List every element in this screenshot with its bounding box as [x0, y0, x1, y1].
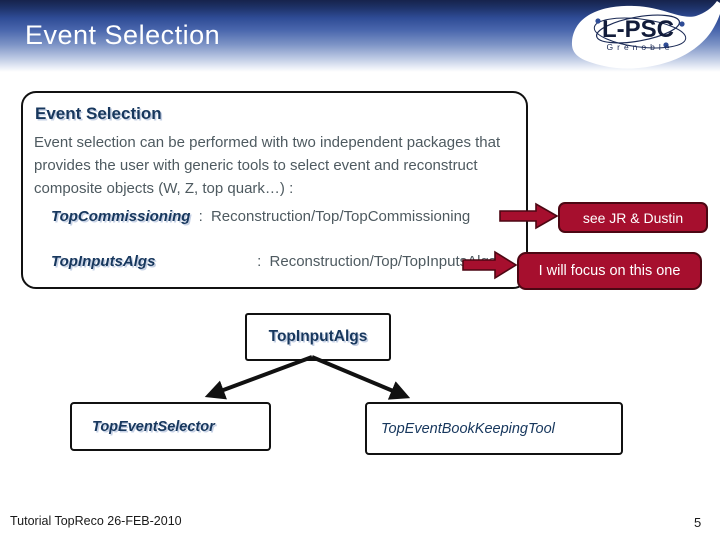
callout-focus-on-this: I will focus on this one [517, 252, 702, 290]
package-name: TopInputsAlgs [51, 253, 156, 270]
logo-orbit-dot [595, 18, 601, 24]
lpsc-logo: L-PSC Grenoble [571, 1, 720, 69]
package-path: Reconstruction/Top/TopCommissioning [210, 208, 471, 225]
callout-arrow-icon [499, 202, 559, 230]
content-box-paragraph: Event selection can be performed with tw… [34, 134, 501, 197]
diagram-node-topeventbookkeepingtool: TopEventBookKeepingTool [365, 402, 623, 455]
callout-arrow-icon [462, 250, 518, 280]
page-number: 5 [694, 515, 702, 530]
logo-orbit-1 [595, 14, 681, 44]
slide-title: Event Selection [25, 20, 221, 50]
logo-orbit-2 [593, 17, 687, 49]
package-separator: : [198, 208, 203, 225]
footer-text: Tutorial TopReco 26-FEB-2010 [10, 514, 182, 528]
package-path: Reconstruction/Top/TopInputsAlgs [269, 253, 497, 270]
content-box-heading: Event Selection [35, 104, 162, 123]
diagram-node-topeventselector: TopEventSelector [70, 402, 271, 451]
package-separator: : [257, 253, 262, 270]
logo-orbit-dot [679, 21, 685, 27]
package-row-topinputsalgs: TopInputsAlgs : Reconstruction/Top/TopIn… [51, 253, 496, 270]
diagram-connector-arrows [204, 355, 411, 400]
package-name: TopCommissioning [51, 208, 191, 225]
callout-see-jr-dustin: see JR & Dustin [558, 202, 708, 233]
package-row-topcommissioning: TopCommissioning : Reconstruction/Top/To… [51, 208, 470, 225]
content-box: Event Selection Event selection can be p… [21, 91, 528, 289]
logo-leaf-shape [571, 1, 720, 69]
logo-subtitle: Grenoble [607, 42, 674, 52]
logo-wordmark: L-PSC [602, 16, 674, 43]
logo-orbit-dot [663, 42, 669, 48]
